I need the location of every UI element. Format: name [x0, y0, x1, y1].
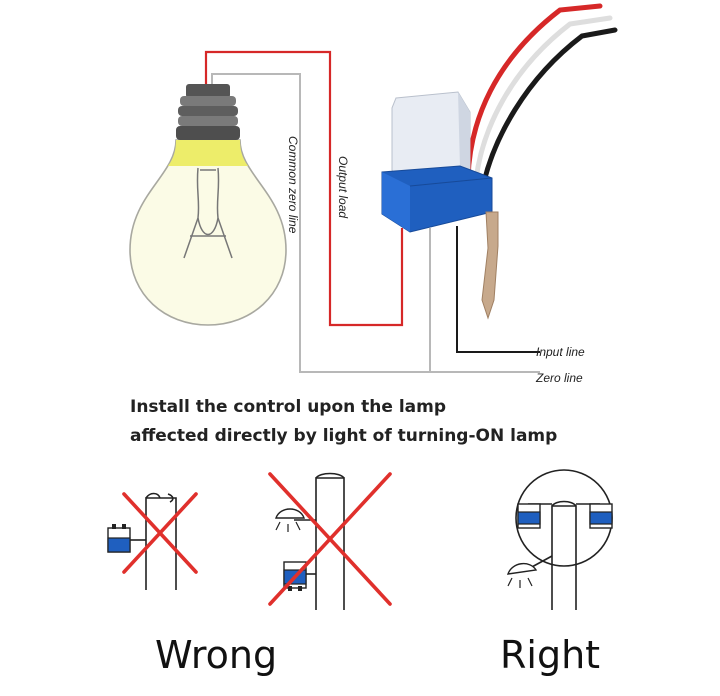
bulb-filament	[183, 167, 233, 259]
sensor-red-cable	[465, 3, 603, 181]
wiring-diagram: Common zero line Output load Input line …	[129, 3, 618, 385]
common-zero-line-label: Common zero line	[286, 136, 300, 234]
instruction-line-1: Install the control upon the lamp	[130, 397, 446, 417]
sensor-bracket	[481, 211, 499, 320]
wrong-example-left	[107, 492, 198, 590]
sensor-mount-icon	[589, 503, 613, 529]
sensor-mount-icon	[283, 561, 316, 591]
wrong-label: Wrong	[155, 633, 277, 677]
sensor-white-cable	[473, 15, 613, 183]
street-lamp-icon	[275, 508, 316, 532]
sensor-mount-icon	[107, 524, 146, 553]
sensor-black-cable	[481, 27, 618, 185]
instruction-line-2: affected directly by light of turning-ON…	[130, 426, 557, 446]
bulb-cap	[176, 84, 240, 140]
right-label: Right	[500, 633, 600, 677]
cross-mark	[268, 472, 392, 606]
common-zero-wire	[211, 73, 540, 373]
photo-sensor	[381, 91, 499, 320]
input-line-wire	[456, 226, 540, 353]
right-example	[506, 469, 613, 610]
cross-mark	[122, 492, 198, 574]
sensor-mount-icon	[517, 503, 541, 529]
wrong-example-middle	[268, 472, 392, 610]
zero-line-label: Zero line	[535, 371, 583, 385]
output-load-wire	[204, 50, 404, 327]
bulb-glow	[168, 140, 248, 166]
bulb-glass	[129, 139, 287, 326]
street-lamp-icon	[506, 555, 553, 588]
output-load-label: Output load	[336, 156, 350, 218]
light-bulb	[129, 84, 287, 326]
input-line-label: Input line	[536, 345, 585, 359]
